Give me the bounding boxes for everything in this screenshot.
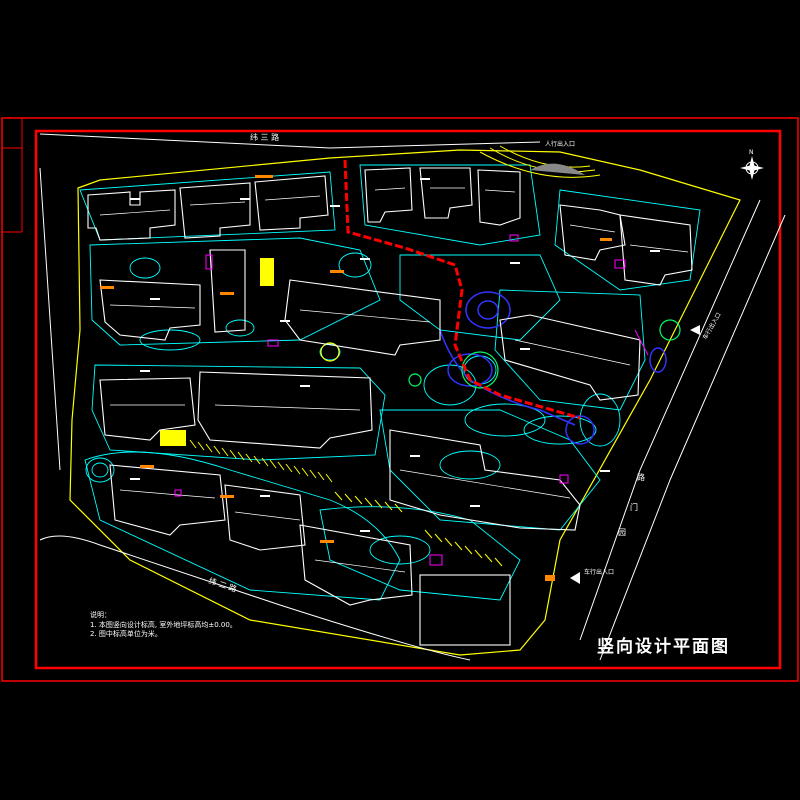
contour-lines <box>79 164 701 601</box>
outer-frame <box>1 117 799 682</box>
parking-stalls <box>189 439 503 567</box>
east-entrance-arrow-icon <box>690 325 700 335</box>
notes-header: 说明： <box>90 610 111 619</box>
notes-line-1: 1. 本图竖向设计标高, 室外地坪标高均±0.00。 <box>90 620 237 629</box>
road-label-south: 纬 二 路 <box>207 575 238 594</box>
north-compass-icon: N <box>740 149 764 180</box>
road-label-east-2: 门 <box>630 502 638 512</box>
magenta-accents <box>174 234 649 566</box>
entrance-label-southeast: 车行出入口 <box>584 568 614 576</box>
road-south-edge <box>39 535 471 661</box>
plaza-circles <box>408 319 681 389</box>
building-details <box>99 187 689 573</box>
road-west-edge <box>39 167 61 471</box>
road-east-edge <box>599 214 786 661</box>
compass-north-label: N <box>749 149 754 156</box>
inner-frame <box>34 129 782 670</box>
road-label-east-1: 路 <box>637 472 645 482</box>
water-features <box>439 291 667 445</box>
yellow-marker <box>260 258 274 286</box>
road-north-edge <box>39 133 541 149</box>
plaza-circle-yellow <box>320 342 340 362</box>
main-walkway <box>343 159 581 420</box>
entrance-label-north: 人行出入口 <box>545 140 575 148</box>
drawing-title: 竖向设计平面图 <box>597 636 730 657</box>
road-east-edge <box>579 199 761 641</box>
elevation-tags <box>100 175 612 581</box>
road-label-north: 纬 三 路 <box>250 132 279 142</box>
residential-buildings <box>87 167 693 646</box>
elevation-markers <box>130 178 660 532</box>
yellow-parking-block <box>160 430 186 446</box>
notes-line-2: 2. 图中标高单位为米。 <box>90 629 162 638</box>
road-label-east-3: 园 <box>618 528 626 537</box>
southeast-entrance-arrow-icon <box>570 572 580 584</box>
north-entrance-ground <box>530 163 585 175</box>
